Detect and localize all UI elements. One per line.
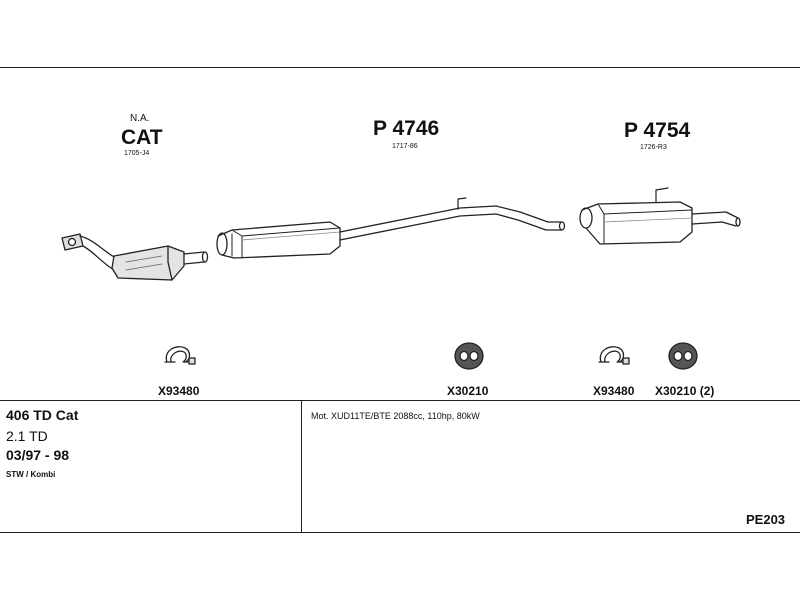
clamp-icon [598,346,630,365]
fitting-label-clamp-1: X93480 [158,384,200,398]
vehicle-body: STW / Kombi [6,470,56,479]
diagram-frame [0,67,800,533]
motor-spec: Mot. XUD11TE/BTE 2088cc, 110hp, 80kW [311,411,480,421]
fitting-label-mount-1: X30210 [447,384,489,398]
rear-silencer-part-name: P 4754 [624,119,691,142]
middle-silencer-drawing [216,197,566,259]
cat-na-label: N.A. [130,113,150,124]
info-column-divider [301,400,302,533]
rubber-mount-icon [454,342,484,370]
vehicle-model: 406 TD Cat [6,407,79,423]
rubber-mount-icon [668,342,698,370]
vehicle-engine: 2.1 TD [6,428,48,444]
vehicle-years: 03/97 - 98 [6,447,70,463]
middle-silencer-part-name: P 4746 [373,117,440,140]
fitting-label-mount-2: X30210 (2) [655,384,715,398]
cat-part-code: 1705-J4 [124,150,150,157]
catalytic-converter-drawing [61,233,209,281]
cat-part-name: CAT [121,126,163,149]
rear-silencer-drawing [579,187,741,245]
middle-silencer-part-code: 1717-86 [392,143,418,150]
diagram-id: PE203 [746,512,786,527]
fitting-label-clamp-2: X93480 [593,384,635,398]
clamp-icon [164,346,196,365]
rear-silencer-part-code: 1726-R3 [640,144,667,151]
info-divider [0,400,800,401]
